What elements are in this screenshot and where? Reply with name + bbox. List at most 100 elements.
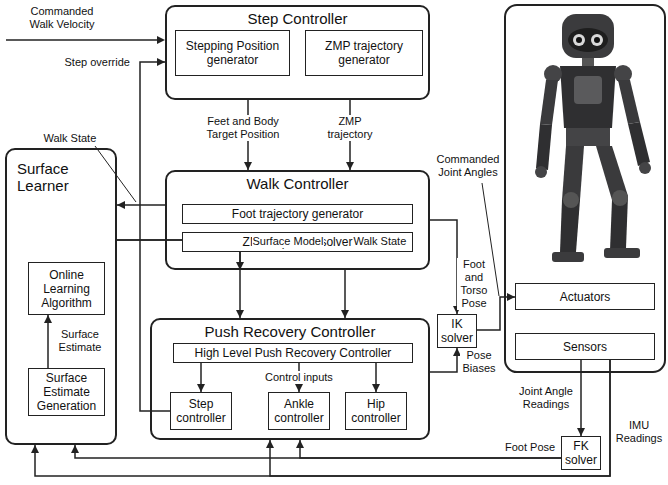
connector-line <box>35 360 610 476</box>
robot-panel <box>505 5 665 372</box>
hardware-box: Sensors <box>515 333 655 360</box>
edge-label: ZMP trajectory <box>321 115 379 141</box>
arrow-head <box>295 384 303 392</box>
connector <box>430 348 461 372</box>
robot-chest <box>574 76 602 104</box>
robot-pelvis <box>566 128 610 146</box>
arrow-head <box>197 384 205 392</box>
edge-label: Walk State <box>353 235 408 248</box>
arrow-head <box>296 440 304 448</box>
robot-arm <box>628 122 650 166</box>
robot-eye <box>573 34 585 46</box>
node-text: FK solver <box>564 439 598 467</box>
edge-label: IMU Readings <box>613 419 665 445</box>
process-box: Surface Estimate Generation <box>28 368 105 416</box>
arrow-head <box>577 428 585 436</box>
robot-knee <box>612 190 628 206</box>
robot-arm <box>618 80 640 124</box>
edge-label: Commanded Joint Angles <box>434 153 502 179</box>
arrow-head <box>341 310 349 318</box>
robot-neck <box>582 58 594 67</box>
process-box: Step controller <box>170 392 232 430</box>
edge-label: Pose Biases <box>460 349 498 375</box>
edge-label: Surface Estimate <box>56 328 104 354</box>
robot-arm <box>540 80 558 125</box>
robot-eye <box>591 34 603 46</box>
robot-illustration <box>535 14 651 262</box>
arrow-head <box>44 315 52 323</box>
arrow-head <box>157 58 165 66</box>
node-text: Sensors <box>563 340 607 354</box>
robot-hand <box>639 162 651 174</box>
robot-foot <box>552 252 584 262</box>
arrow-head <box>71 445 79 453</box>
controller-group: Step ControllerStepping Position generat… <box>165 5 430 100</box>
robot-torso <box>560 66 616 128</box>
edge-label: Feet and Body Target Position <box>196 115 290 141</box>
free-label: Commanded Walk Velocity <box>21 5 103 31</box>
connector <box>577 360 585 436</box>
connector-line <box>430 348 457 372</box>
solver-box: IK solver <box>437 314 477 348</box>
group-title: Walk Controller <box>167 175 428 192</box>
connector <box>296 440 561 458</box>
robot-hand <box>535 166 547 178</box>
connector <box>117 201 165 209</box>
arrow-head <box>157 36 165 44</box>
arrow-head <box>507 293 515 301</box>
robot-knee <box>563 192 579 208</box>
process-box: Stepping Position generator <box>175 30 290 76</box>
node-text: ZMP trajectory generator <box>308 39 420 67</box>
process-box: Ankle controller <box>268 392 330 430</box>
connector <box>372 363 380 392</box>
node-text: Actuators <box>560 290 611 304</box>
robot-leg <box>562 146 584 200</box>
robot-pupil <box>576 37 582 43</box>
node-text: IK solver <box>440 317 474 345</box>
arrow-head <box>266 440 274 448</box>
arrow-head <box>31 445 39 453</box>
learner-group: Surface LearnerOnline Learning Algorithm… <box>5 148 117 445</box>
robot-visor <box>568 28 608 52</box>
node-text: Surface Estimate Generation <box>31 371 102 413</box>
robot-head <box>562 14 614 58</box>
hardware-box: Actuators <box>515 283 655 310</box>
node-text: Foot trajectory generator <box>232 207 363 221</box>
node-text: Hip controller <box>348 397 404 425</box>
node-text: Stepping Position generator <box>178 39 287 67</box>
connector <box>197 363 205 392</box>
connector <box>31 360 610 476</box>
group-title: Step Controller <box>167 10 428 27</box>
arrow-head <box>244 162 252 170</box>
controller-group: Walk ControllerFoot trajectory generator… <box>165 170 430 270</box>
process-box: ZMP trajectory generator <box>305 30 423 76</box>
group-title: Push Recovery Controller <box>152 323 428 340</box>
connector-line <box>75 445 561 458</box>
connector <box>71 445 561 458</box>
connector <box>44 315 52 368</box>
node-text: Online Learning Algorithm <box>31 268 102 310</box>
robot-pupil <box>594 37 600 43</box>
arrow-head <box>236 310 244 318</box>
process-box: Foot trajectory generator <box>182 204 413 224</box>
connector-line <box>430 220 457 314</box>
edge-label: Step override <box>64 56 131 69</box>
process-box: Hip controller <box>345 392 407 430</box>
node-text: Ankle controller <box>271 397 327 425</box>
solver-box: FK solver <box>561 436 601 470</box>
robot-foot <box>604 248 640 258</box>
node-text: Step controller <box>173 397 229 425</box>
edge-label: Joint Angle Readings <box>515 385 577 411</box>
edge-label: Foot and Torso Pose <box>457 258 491 310</box>
free-label: Surface Model <box>252 235 325 248</box>
node-text: High Level Push Recovery Controller <box>195 346 392 360</box>
edge-label: Walk State <box>43 132 98 145</box>
arrow-head <box>372 384 380 392</box>
connector-line <box>580 360 582 436</box>
process-box: High Level Push Recovery Controller <box>173 343 413 363</box>
group-title: Surface Learner <box>7 160 87 194</box>
arrow-head <box>117 201 125 209</box>
process-box: Online Learning Algorithm <box>28 262 105 315</box>
free-label: Control inputs <box>264 371 334 384</box>
